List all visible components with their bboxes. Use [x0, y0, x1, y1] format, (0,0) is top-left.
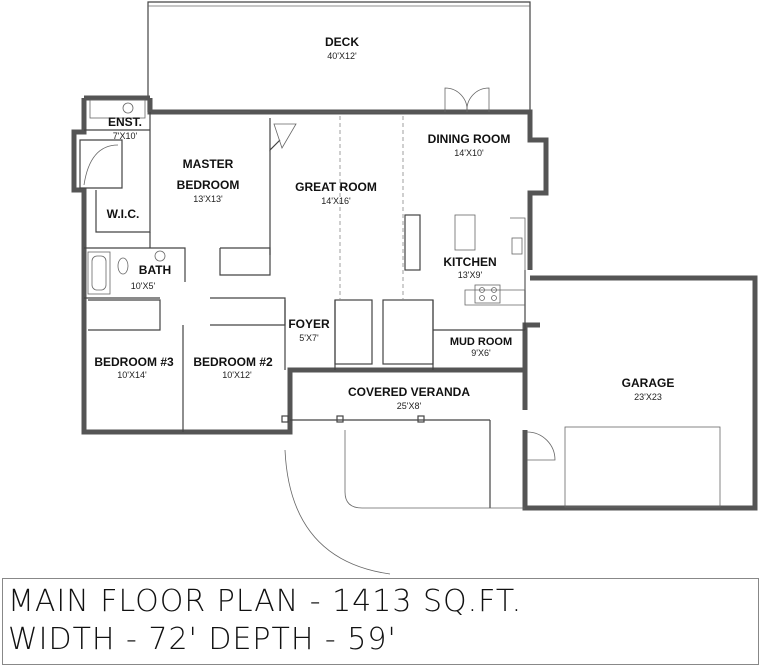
- ensuite-dim: 7'X10': [113, 131, 138, 141]
- mud-room-dim: 9'X6': [471, 348, 491, 358]
- plan-title: MAIN FLOOR PLAN - 1413 SQ.FT.: [8, 584, 523, 619]
- master-bedroom-label-line1: MASTER: [183, 157, 234, 171]
- bedroom-3-dim: 10'X14': [117, 370, 147, 380]
- bedroom-3-label: BEDROOM #3: [94, 355, 174, 369]
- great-room-label: GREAT ROOM: [295, 180, 377, 194]
- master-bedroom-label-line2: BEDROOM: [177, 178, 240, 192]
- foyer-label: FOYER: [288, 317, 330, 331]
- veranda-and-walkway: [281, 415, 525, 575]
- great-room-dim: 14'X16': [321, 196, 351, 206]
- bath-label: BATH: [139, 263, 171, 277]
- title-block: [2, 578, 759, 665]
- plan-dimensions: WIDTH - 72' DEPTH - 59': [8, 622, 397, 657]
- open-plan-dividers: [339, 116, 404, 300]
- exterior-walls: [71, 95, 758, 511]
- bedroom-2-label: BEDROOM #2: [193, 355, 273, 369]
- deck-outline: [147, 1, 531, 112]
- wic-label: W.I.C.: [107, 207, 140, 221]
- deck-doors: [210, 87, 490, 113]
- fixtures: [79, 99, 526, 306]
- bath-dim: 10'X5': [131, 281, 156, 291]
- foyer-dim: 5'X7': [299, 333, 319, 343]
- kitchen-dim: 13'X9': [458, 270, 483, 280]
- kitchen-label: KITCHEN: [443, 255, 496, 269]
- bedroom-2-dim: 10'X12': [222, 370, 252, 380]
- dining-room-dim: 14'X10': [454, 148, 484, 158]
- deck-label: DECK: [325, 35, 359, 49]
- mud-room-label: MUD ROOM: [450, 336, 512, 348]
- garage-door: [526, 426, 721, 508]
- deck-dim: 40'X12': [327, 51, 357, 61]
- master-bedroom-dim: 13'X13': [193, 194, 223, 204]
- covered-veranda-dim: 25'X8': [397, 401, 422, 411]
- covered-veranda-label: COVERED VERANDA: [348, 385, 470, 399]
- ensuite-label: ENST.: [108, 115, 142, 129]
- garage-dim: 23'X23: [634, 392, 662, 402]
- dining-room-label: DINING ROOM: [428, 132, 511, 146]
- garage-label: GARAGE: [622, 376, 675, 390]
